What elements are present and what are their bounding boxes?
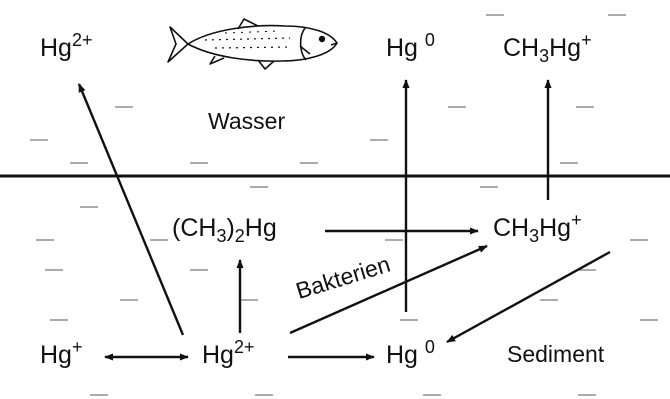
dimethylmercury-label: (CH3)2Hg bbox=[172, 214, 277, 246]
water-region-label: Wasser bbox=[208, 108, 286, 134]
mehg-water-base: Hg bbox=[549, 34, 582, 62]
salmon-icon bbox=[167, 18, 338, 70]
dimethyl-sub: 3 bbox=[216, 226, 227, 246]
hg2-water-base: Hg bbox=[40, 34, 72, 62]
background-dashes bbox=[30, 14, 658, 396]
hg0-water-base: Hg bbox=[386, 34, 418, 62]
hg2-water-charge: 2+ bbox=[71, 30, 93, 50]
mehg-sed-pre: CH bbox=[493, 214, 530, 242]
hg2-sed-base: Hg bbox=[202, 341, 234, 369]
hg2-sed-charge: 2+ bbox=[233, 337, 255, 357]
arrow-hg2-sed-to-hg2-water bbox=[77, 83, 185, 336]
arrow-mehg-sed-to-hg0-sed bbox=[446, 250, 611, 344]
arrows bbox=[77, 79, 611, 361]
mehg-water-sub: 3 bbox=[539, 46, 550, 66]
hg1-sediment-label: Hg+ bbox=[40, 338, 82, 369]
hg1-sed-charge: + bbox=[71, 337, 83, 357]
mehg-sed-charge: + bbox=[571, 210, 582, 230]
dimethyl-base: Hg bbox=[244, 214, 277, 242]
mehg-water-charge: + bbox=[581, 30, 592, 50]
mehg-sediment-label: CH3Hg+ bbox=[493, 211, 582, 245]
hg0-sed-base: Hg bbox=[386, 341, 418, 369]
hg2-sediment-label: Hg2+ bbox=[202, 338, 255, 369]
hg1-sed-base: Hg bbox=[40, 341, 72, 369]
sediment-region-label: Sediment bbox=[507, 341, 605, 367]
hg0-sed-charge: 0 bbox=[424, 337, 435, 357]
hg0-water-label: Hg 0 bbox=[386, 31, 435, 62]
hg0-sediment-label: Hg 0 bbox=[386, 338, 435, 369]
mehg-water-label: CH3Hg+ bbox=[503, 31, 592, 65]
mehg-sed-sub: 3 bbox=[529, 226, 540, 246]
dimethyl-sub2: 2 bbox=[234, 226, 245, 246]
dimethyl-mid: ) bbox=[226, 214, 235, 242]
hg2-water-label: Hg2+ bbox=[40, 31, 93, 62]
arrow-hg2-sed-to-mehg-sed bbox=[289, 244, 488, 335]
hg0-water-charge: 0 bbox=[424, 30, 435, 50]
mehg-sed-base: Hg bbox=[539, 214, 572, 242]
dimethyl-pre: (CH bbox=[172, 214, 217, 242]
mehg-water-pre: CH bbox=[503, 34, 540, 62]
